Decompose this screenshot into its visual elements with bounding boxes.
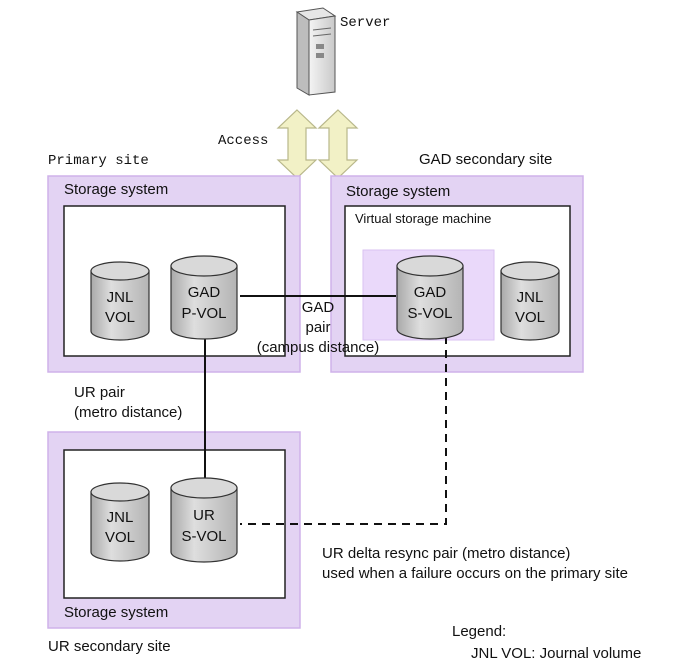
ur-storage-label: Storage system <box>64 604 168 621</box>
server-label: Server <box>340 15 390 31</box>
virtual-storage-label: Virtual storage machine <box>355 211 491 226</box>
ur-jnl-vol-line2: VOL <box>105 529 135 546</box>
gad-pvol-line2: P-VOL <box>181 305 226 322</box>
delta-resync-pair-line <box>240 336 447 525</box>
ur-pair-label-line1: UR pair <box>74 384 125 401</box>
access-label: Access <box>218 133 268 149</box>
legend-title: Legend: <box>452 623 506 640</box>
server-icon <box>295 7 337 96</box>
gad-jnl-vol-line2: VOL <box>515 309 545 326</box>
gad-pvol: GAD P-VOL <box>170 255 238 340</box>
delta-pair-label-line1: UR delta resync pair (metro distance) <box>322 545 570 562</box>
gad-pvol-line1: GAD <box>188 284 221 301</box>
primary-jnl-vol: JNL VOL <box>90 261 150 341</box>
gad-svol: GAD S-VOL <box>396 255 464 340</box>
gad-storage-label: Storage system <box>346 183 450 200</box>
delta-pair-label-line2: used when a failure occurs on the primar… <box>322 565 628 582</box>
ur-pair-label-line2: (metro distance) <box>74 404 182 421</box>
gad-pair-label-line3: (campus distance) <box>257 339 380 356</box>
gad-svol-line2: S-VOL <box>407 305 452 322</box>
legend-entry: JNL VOL: Journal volume <box>471 645 641 662</box>
gad-pair-label-line2: pair <box>305 319 330 336</box>
ur-secondary-site-label: UR secondary site <box>48 638 171 655</box>
gad-secondary-site-label: GAD secondary site <box>419 151 552 168</box>
primary-storage-label: Storage system <box>64 181 168 198</box>
ur-svol-line1: UR <box>193 507 215 524</box>
gad-pair-label-line1: GAD <box>302 299 335 316</box>
access-arrows <box>276 109 359 179</box>
gad-jnl-vol-line1: JNL <box>517 289 544 306</box>
ur-svol: UR S-VOL <box>170 477 238 563</box>
ur-svol-line2: S-VOL <box>181 528 226 545</box>
primary-site-label: Primary site <box>48 153 149 169</box>
ur-jnl-vol: JNL VOL <box>90 482 150 562</box>
primary-jnl-vol-line2: VOL <box>105 309 135 326</box>
gad-jnl-vol: JNL VOL <box>500 261 560 341</box>
ur-jnl-vol-line1: JNL <box>107 509 134 526</box>
primary-jnl-vol-line1: JNL <box>107 289 134 306</box>
gad-svol-line1: GAD <box>414 284 447 301</box>
